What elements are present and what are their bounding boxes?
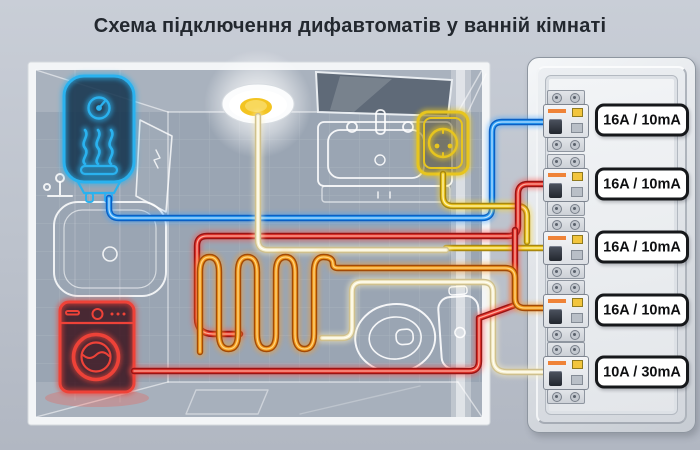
breaker-terminal xyxy=(547,264,585,279)
shower-door xyxy=(135,119,173,213)
breaker-rating-label-4: 16A / 10mA xyxy=(595,293,689,327)
breaker-stripe xyxy=(548,361,566,365)
breaker-body xyxy=(543,294,589,328)
breaker-stripe xyxy=(548,236,566,240)
screw-icon xyxy=(552,266,562,277)
breaker-terminal xyxy=(547,90,585,105)
wire-washing-machine xyxy=(134,184,551,371)
socket-outlet xyxy=(414,108,472,178)
breaker-stripe xyxy=(548,299,566,303)
screw-icon xyxy=(552,344,562,355)
toilet xyxy=(354,285,483,374)
screw-icon xyxy=(570,344,580,355)
breaker-terminal xyxy=(547,137,585,152)
mirror xyxy=(314,70,454,118)
breaker-rating-label-5: 10A / 30mA xyxy=(595,355,689,389)
breaker-indicator xyxy=(572,172,583,181)
screw-icon xyxy=(552,329,562,340)
room-lineart xyxy=(35,69,487,418)
breaker-test-button xyxy=(571,250,583,260)
scene-frame xyxy=(27,61,491,426)
breaker-body xyxy=(543,168,589,202)
breaker-rating-label-1: 16A / 10mA xyxy=(595,103,689,137)
breaker-stripe xyxy=(548,109,566,113)
breaker-lever xyxy=(549,183,562,198)
breaker-rating-label-2: 16A / 10mA xyxy=(595,167,689,201)
breaker-rating-label-3: 16A / 10mA xyxy=(595,230,689,264)
screw-icon xyxy=(552,139,562,150)
screw-icon xyxy=(552,92,562,103)
wire-ceiling-light-drop xyxy=(258,116,446,250)
breaker-indicator xyxy=(572,108,583,117)
breaker-body xyxy=(543,356,589,390)
wire-water-heater xyxy=(109,122,551,218)
breaker-4 xyxy=(543,280,589,342)
screw-icon xyxy=(570,329,580,340)
screw-icon xyxy=(570,139,580,150)
screw-icon xyxy=(570,219,580,230)
breaker-lever xyxy=(549,309,562,324)
wire-ceiling-light-run xyxy=(322,282,551,372)
breaker-terminal xyxy=(547,217,585,232)
breaker-body xyxy=(543,104,589,138)
screw-icon xyxy=(552,282,562,293)
breaker-1 xyxy=(543,90,589,152)
sink xyxy=(317,109,453,203)
breaker-test-button xyxy=(571,313,583,323)
breaker-terminal xyxy=(547,280,585,295)
washing-machine xyxy=(45,298,149,407)
breaker-indicator xyxy=(572,298,583,307)
breaker-lever xyxy=(549,371,562,386)
breaker-lever xyxy=(549,246,562,261)
breaker-indicator xyxy=(572,235,583,244)
breaker-body xyxy=(543,231,589,265)
water-heater xyxy=(60,72,138,203)
breaker-terminal xyxy=(547,327,585,342)
breaker-test-button xyxy=(571,375,583,385)
breaker-5 xyxy=(543,342,589,404)
breaker-3 xyxy=(543,217,589,279)
breaker-terminal xyxy=(547,201,585,216)
breaker-test-button xyxy=(571,123,583,133)
breaker-indicator xyxy=(572,360,583,369)
page-title: Схема підключення дифавтоматів у ванній … xyxy=(93,15,607,37)
bathtub xyxy=(43,173,167,297)
screw-icon xyxy=(570,266,580,277)
breaker-terminal xyxy=(547,342,585,357)
screw-icon xyxy=(552,219,562,230)
screw-icon xyxy=(570,92,580,103)
screw-icon xyxy=(552,156,562,167)
breaker-test-button xyxy=(571,187,583,197)
floor-heating-coil xyxy=(200,257,551,352)
breaker-lever xyxy=(549,119,562,134)
breaker-stripe xyxy=(548,173,566,177)
screw-icon xyxy=(552,391,562,402)
ceiling-light xyxy=(204,50,312,158)
screw-icon xyxy=(570,282,580,293)
breaker-terminal xyxy=(547,154,585,169)
breaker-terminal xyxy=(547,389,585,404)
screw-icon xyxy=(552,203,562,214)
breaker-2 xyxy=(543,154,589,216)
screw-icon xyxy=(570,391,580,402)
screw-icon xyxy=(570,156,580,167)
wall-corner-highlight xyxy=(451,70,471,417)
screw-icon xyxy=(570,203,580,214)
